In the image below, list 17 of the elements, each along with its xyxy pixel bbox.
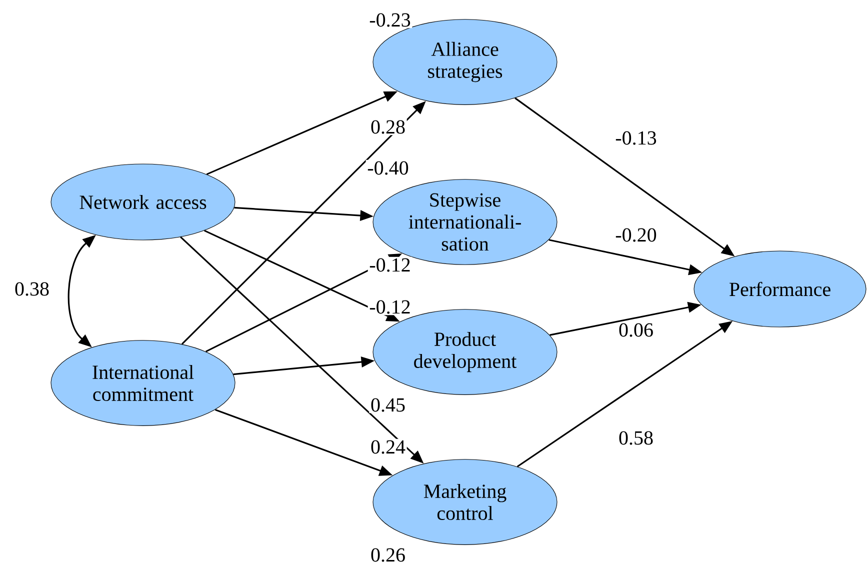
- ellipse-node: Performance: [694, 250, 866, 328]
- edge-label: -0.20: [616, 228, 656, 242]
- path-coefficient: 0.28: [369, 118, 407, 136]
- ellipse-node: Network access: [50, 164, 236, 240]
- edge-label: 0.58: [619, 431, 653, 445]
- path-coefficient: -0.23: [368, 12, 412, 28]
- path-coefficient: 0.45: [369, 396, 407, 414]
- path-coefficient: -0.12: [368, 256, 412, 274]
- edge-label: 0.06: [619, 323, 653, 337]
- path-coefficient: 0.26: [369, 546, 407, 564]
- edge-label: 0.38: [15, 282, 49, 296]
- ellipse-node: Marketing control: [372, 459, 558, 545]
- path-coefficient: -0.40: [366, 160, 410, 176]
- edge-label: -0.13: [616, 131, 656, 145]
- path-coefficient: 0.24: [369, 438, 407, 456]
- ellipse-node: International commitment: [50, 340, 236, 426]
- path-coefficient: -0.12: [368, 298, 412, 316]
